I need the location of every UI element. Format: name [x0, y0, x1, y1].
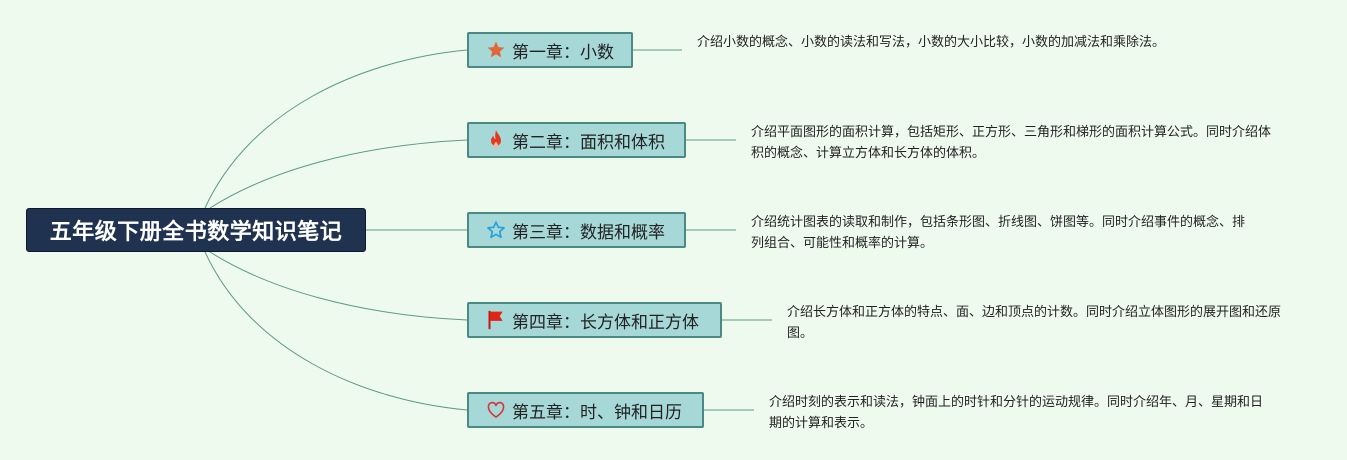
chapter-5-topic[interactable]: 第五章：时、钟和日历 — [467, 392, 704, 428]
connector-root-ch4 — [209, 251, 468, 321]
fire-icon — [485, 129, 507, 151]
connector-root-ch5 — [204, 251, 468, 411]
root-title: 五年级下册全书数学知识笔记 — [49, 220, 343, 245]
chapter-5-description: 介绍时刻的表示和读法，钟面上的时针和分针的运动规律。同时介绍年、月、星期和日期的… — [769, 395, 1264, 431]
star-outline-icon — [485, 219, 507, 241]
chapter-3-label: 第三章：数据和概率 — [512, 222, 665, 243]
root-topic[interactable]: 五年级下册全书数学知识笔记 — [26, 208, 366, 252]
chapter-1-topic[interactable]: 第一章：小数 — [467, 32, 633, 68]
heart-outline-icon — [485, 399, 507, 421]
star-icon — [485, 39, 507, 61]
chapter-4-description: 介绍长方体和正方体的特点、面、边和顶点的计数。同时介绍立体图形的展开图和还原图。 — [787, 305, 1282, 341]
chapter-2-description: 介绍平面图形的面积计算，包括矩形、正方形、三角形和梯形的面积计算公式。同时介绍体… — [751, 125, 1272, 161]
chapter-3-topic[interactable]: 第三章：数据和概率 — [467, 212, 686, 248]
chapter-1-label: 第一章：小数 — [512, 42, 614, 63]
flag-icon — [485, 309, 507, 331]
chapter-2-label: 第二章：面积和体积 — [512, 132, 665, 153]
chapter-2-topic[interactable]: 第二章：面积和体积 — [467, 122, 686, 158]
chapter-4-topic[interactable]: 第四章：长方体和正方体 — [467, 302, 722, 338]
chapter-5-label: 第五章：时、钟和日历 — [512, 402, 682, 423]
connector-root-ch2 — [209, 139, 468, 209]
chapter-1-description: 介绍小数的概念、小数的读法和写法，小数的大小比较，小数的加减法和乘除法。 — [697, 35, 1166, 50]
chapter-3-description: 介绍统计图表的读取和制作，包括条形图、折线图、饼图等。同时介绍事件的概念、排列组… — [751, 215, 1246, 251]
chapter-4-label: 第四章：长方体和正方体 — [512, 312, 699, 333]
connector-root-ch1 — [204, 49, 468, 209]
